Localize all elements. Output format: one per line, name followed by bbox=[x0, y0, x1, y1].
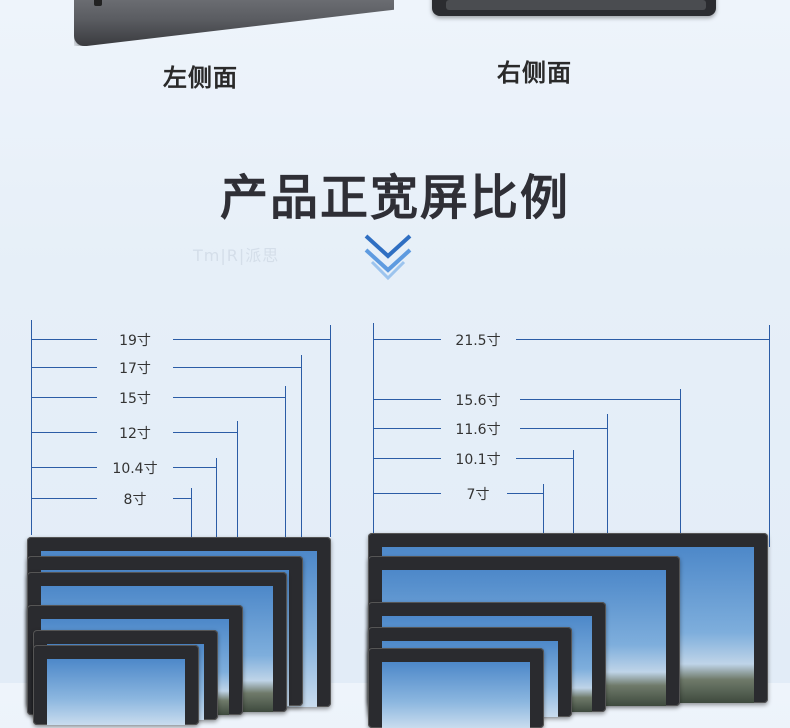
size-label-21-5: 21.5寸 bbox=[455, 333, 501, 349]
double-chevron-down-icon bbox=[364, 234, 412, 281]
device-right-side-image bbox=[432, 0, 716, 16]
size-label-12: 12寸 bbox=[119, 426, 151, 442]
size-label-7: 7寸 bbox=[466, 487, 490, 503]
size-label-11-6: 11.6寸 bbox=[455, 422, 501, 438]
monitor-7 bbox=[368, 648, 544, 728]
monitor-8 bbox=[33, 645, 199, 725]
size-label-10-4: 10.4寸 bbox=[112, 461, 158, 477]
size-label-19: 19寸 bbox=[119, 333, 151, 349]
left-side-label: 左侧面 bbox=[163, 64, 238, 92]
size-label-15-6: 15.6寸 bbox=[455, 393, 501, 409]
port-slot bbox=[94, 0, 102, 6]
device-left-side-image bbox=[74, 0, 394, 46]
size-label-10-1: 10.1寸 bbox=[455, 452, 501, 468]
size-label-17: 17寸 bbox=[119, 361, 151, 377]
size-label-8: 8寸 bbox=[123, 492, 147, 508]
section-title: 产品正宽屏比例 bbox=[219, 170, 570, 226]
right-side-label: 右侧面 bbox=[497, 59, 572, 87]
size-label-15: 15寸 bbox=[119, 391, 151, 407]
brand-watermark: Tm|R|派思 bbox=[193, 246, 280, 265]
